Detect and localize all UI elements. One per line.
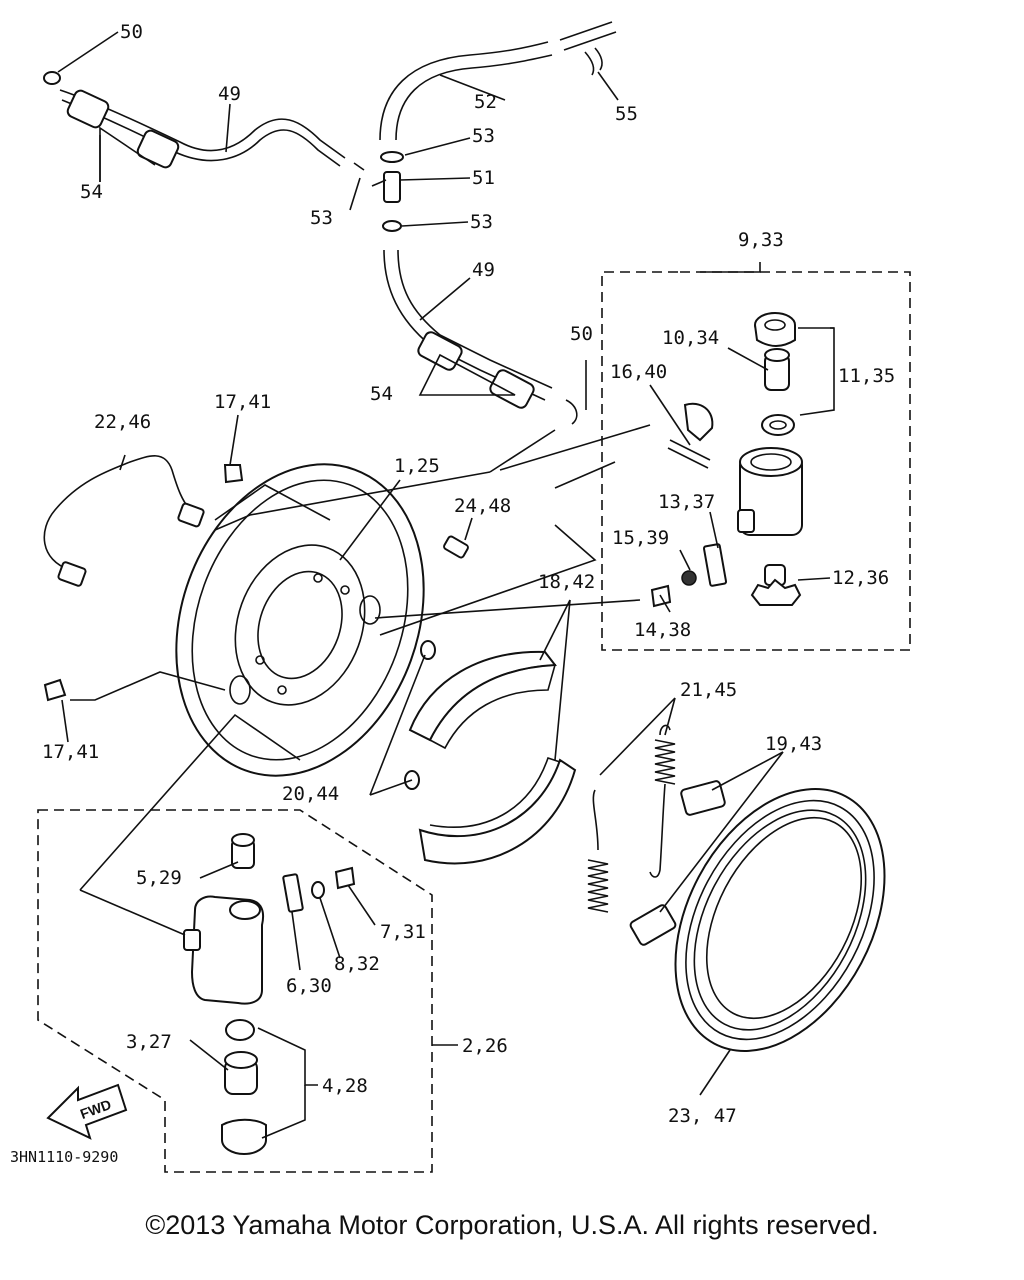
callout-50-top: 50 bbox=[120, 21, 143, 43]
callout-21-45: 21,45 bbox=[680, 679, 737, 701]
callout-6-30: 6,30 bbox=[286, 975, 332, 997]
brake-drum bbox=[674, 788, 886, 1052]
cup-4-bottom bbox=[221, 1118, 267, 1155]
callout-16-40: 16,40 bbox=[610, 361, 667, 383]
plate-13 bbox=[702, 543, 728, 587]
hose-joint-54-left-a bbox=[66, 89, 110, 129]
clip-19-lower bbox=[629, 904, 677, 946]
callout-4-28: 4,28 bbox=[322, 1075, 368, 1097]
callout-14-38: 14,38 bbox=[634, 619, 691, 641]
brake-hose-52 bbox=[379, 21, 617, 141]
callout-7-31: 7,31 bbox=[380, 921, 426, 943]
group-box-2-26 bbox=[37, 809, 433, 1173]
bolt-7 bbox=[334, 866, 356, 890]
fwd-arrow: FWD bbox=[46, 1083, 128, 1140]
callout-53-top: 53 bbox=[472, 125, 495, 147]
bolt-17-upper bbox=[223, 464, 244, 484]
callout-13-37: 13,37 bbox=[658, 491, 715, 513]
callout-19-43: 19,43 bbox=[765, 733, 822, 755]
callout-17-41-upper: 17,41 bbox=[214, 391, 271, 413]
callout-10-34: 10,34 bbox=[662, 327, 719, 349]
callout-49-top: 49 bbox=[218, 83, 241, 105]
wheel-cylinder-left bbox=[183, 895, 265, 1005]
callout-22-46: 22,46 bbox=[94, 411, 151, 433]
callout-53-mid: 53 bbox=[310, 207, 333, 229]
backing-plate bbox=[175, 463, 425, 777]
callout-23-47: 23, 47 bbox=[668, 1105, 737, 1127]
callout-49-mid: 49 bbox=[472, 259, 495, 281]
bleeder-5 bbox=[231, 833, 255, 869]
adjuster-12 bbox=[750, 564, 802, 606]
hose-joint-54-left-b bbox=[136, 129, 180, 169]
plate-6 bbox=[282, 873, 304, 913]
piston-3 bbox=[224, 1051, 258, 1095]
callout-18-42: 18,42 bbox=[538, 571, 595, 593]
callout-55: 55 bbox=[615, 103, 638, 125]
callout-20-44: 20,44 bbox=[282, 783, 339, 805]
callout-8-32: 8,32 bbox=[334, 953, 380, 975]
callout-52: 52 bbox=[474, 91, 497, 113]
wheel-cylinder-right bbox=[737, 447, 803, 536]
callout-15-39: 15,39 bbox=[612, 527, 669, 549]
callout-24-48: 24,48 bbox=[454, 495, 511, 517]
pin-20-upper bbox=[420, 640, 436, 660]
callout-17-41-lower: 17,41 bbox=[42, 741, 99, 763]
callout-11-35: 11,35 bbox=[838, 365, 895, 387]
brake-shoe-upper bbox=[408, 650, 557, 750]
callout-5-29: 5,29 bbox=[136, 867, 182, 889]
callout-2-26: 2,26 bbox=[462, 1035, 508, 1057]
brake-hose-upper bbox=[43, 71, 346, 169]
three-way-joint-51 bbox=[353, 151, 404, 232]
callout-12-36: 12,36 bbox=[832, 567, 889, 589]
hose-end-50 bbox=[43, 71, 61, 85]
piston-10 bbox=[764, 348, 790, 391]
callout-51: 51 bbox=[472, 167, 495, 189]
brake-shoe-lower bbox=[418, 756, 577, 865]
callout-9-33: 9,33 bbox=[738, 229, 784, 251]
copyright-notice: ©2013 Yamaha Motor Corporation, U.S.A. A… bbox=[145, 1210, 879, 1240]
bolt-17-lower bbox=[43, 678, 67, 702]
brake-parts-diagram: FWD 50 49 52 55 53 51 53 53 54 49 9,33 5… bbox=[10, 21, 911, 1173]
bleeder-24 bbox=[443, 535, 469, 559]
cup-4-top bbox=[225, 1019, 255, 1041]
cup-11-top bbox=[754, 312, 796, 347]
drawing-code: 3HN1110-9290 bbox=[10, 1148, 118, 1166]
cup-11-bottom bbox=[761, 414, 795, 436]
spring-21-right bbox=[649, 724, 676, 878]
group-box-9-33 bbox=[601, 271, 911, 651]
bleeder-union-16 bbox=[667, 402, 714, 469]
callout-53-bottom: 53 bbox=[470, 211, 493, 233]
callout-1-25: 1,25 bbox=[394, 455, 440, 477]
brake-pipe-22 bbox=[43, 455, 205, 587]
callout-54-top: 54 bbox=[80, 181, 103, 203]
callout-54-mid: 54 bbox=[370, 383, 393, 405]
spring-21-left bbox=[587, 789, 609, 913]
callout-3-27: 3,27 bbox=[126, 1031, 172, 1053]
callout-50-mid: 50 bbox=[570, 323, 593, 345]
washer-15 bbox=[681, 570, 697, 586]
washer-8 bbox=[311, 881, 325, 899]
